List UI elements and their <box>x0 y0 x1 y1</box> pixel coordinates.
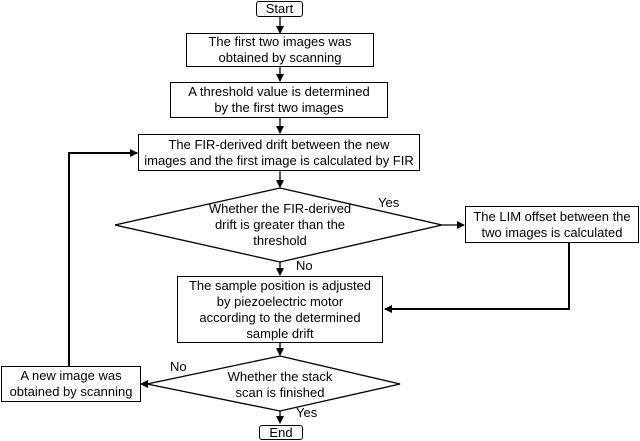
process-lim-offset: The LIM offset between the two images is… <box>465 206 639 243</box>
decision-compare-text: Whether the FIR-derived drift is greater… <box>208 201 352 248</box>
process-new-image: A new image was obtained by scanning <box>1 366 141 402</box>
decision-stack-text: Whether the stack scan is finished <box>227 369 333 400</box>
process-threshold: A threshold value is determined by the f… <box>170 82 388 118</box>
edge-label-no-stack: No <box>170 359 187 374</box>
end-terminal: End <box>259 425 303 440</box>
arrow-newimage-to-drift <box>68 149 138 366</box>
edge-label-no-compare: No <box>296 258 313 273</box>
edge-label-yes-stack: Yes <box>296 405 318 420</box>
process-adjust-position: The sample position is adjusted by piezo… <box>177 276 383 343</box>
arrow-lim-to-adjust <box>384 243 570 313</box>
start-terminal: Start <box>256 1 303 17</box>
process-scan-first-two: The first two images was obtained by sca… <box>186 33 374 67</box>
process-fir-drift: The FIR-derived drift between the new im… <box>138 134 420 171</box>
edge-label-yes-compare: Yes <box>378 195 400 210</box>
